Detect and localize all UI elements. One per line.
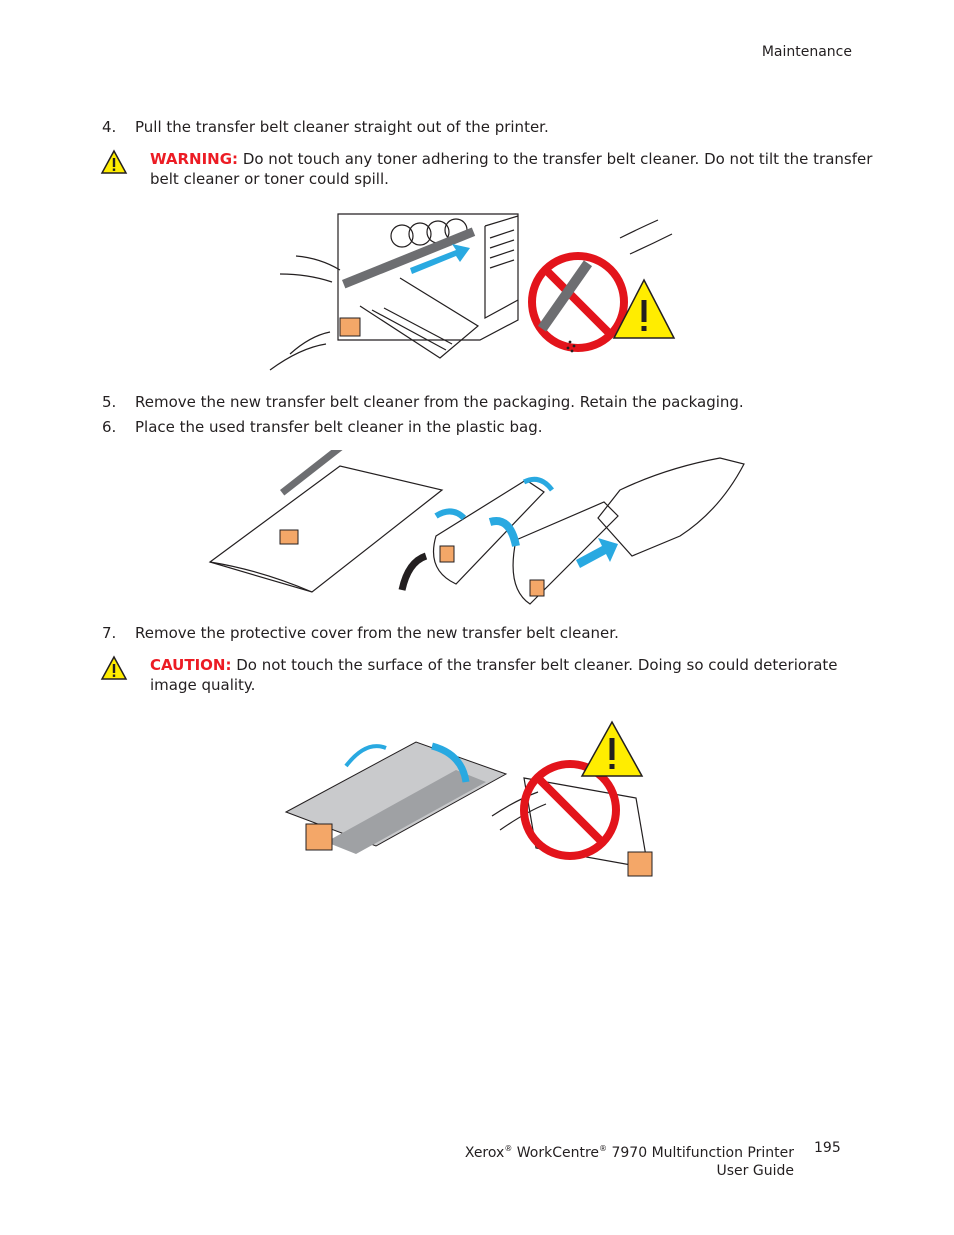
step-number: 4. xyxy=(102,118,117,136)
warning-text-block: WARNING: Do not touch any toner adhering… xyxy=(150,149,880,189)
cleaner-handle xyxy=(439,545,455,563)
step-text: Remove the new transfer belt cleaner fro… xyxy=(135,393,744,411)
product-line: Xerox® WorkCentre® 7970 Multifunction Pr… xyxy=(465,1140,794,1162)
guide-name: User Guide xyxy=(716,1163,794,1179)
step-text: Remove the protective cover from the new… xyxy=(135,624,619,642)
prohibited-tilt-sign xyxy=(528,219,673,353)
registered-mark: ® xyxy=(599,1144,608,1153)
warning-text: Do not touch any toner adhering to the t… xyxy=(150,150,873,188)
warning-triangle-icon xyxy=(100,655,128,680)
cleaner-handle xyxy=(627,851,653,877)
step-text: Pull the transfer belt cleaner straight … xyxy=(135,118,549,136)
cleaner-handle xyxy=(279,529,299,545)
step-7: 7. Remove the protective cover from the n… xyxy=(102,623,619,643)
rotate-arrow xyxy=(434,508,467,521)
caution-label: CAUTION: xyxy=(150,656,232,674)
packaging-sheet xyxy=(208,465,444,593)
cleaner-handle xyxy=(305,823,333,851)
step-number: 5. xyxy=(102,393,117,411)
cleaner-handle xyxy=(339,317,361,337)
belt-cleaner-shape xyxy=(280,450,371,496)
step-number: 7. xyxy=(102,624,117,642)
package-wrap xyxy=(432,479,545,585)
warning-triangle-icon xyxy=(100,149,128,174)
caution-note: CAUTION: Do not touch the surface of the… xyxy=(100,655,880,699)
printer-illustration xyxy=(269,213,519,371)
figure-bag-cleaner xyxy=(208,450,745,605)
page-footer: Xerox® WorkCentre® 7970 Multifunction Pr… xyxy=(465,1140,794,1180)
rotate-arrow xyxy=(522,476,554,492)
step-5: 5. Remove the new transfer belt cleaner f… xyxy=(102,392,744,412)
plastic-bag-open xyxy=(512,501,619,605)
lift-arrow xyxy=(344,744,387,768)
turn-arrow xyxy=(398,552,428,591)
caution-text: Do not touch the surface of the transfer… xyxy=(150,656,838,694)
running-header: Maintenance xyxy=(761,44,852,60)
figure-remove-cover xyxy=(284,720,653,877)
product-model: 7970 Multifunction Printer xyxy=(611,1145,794,1161)
page-number: 195 xyxy=(814,1140,841,1156)
unwrap-arrow xyxy=(488,517,520,547)
step-number: 6. xyxy=(102,418,117,436)
insert-arrow xyxy=(576,538,618,568)
belt-cleaner-shape xyxy=(342,227,476,289)
cleaner-handle xyxy=(529,579,545,597)
hazard-sign xyxy=(580,720,644,777)
warning-label: WARNING: xyxy=(150,150,239,168)
warning-note: WARNING: Do not touch any toner adhering… xyxy=(100,149,880,193)
caution-text-block: CAUTION: Do not touch the surface of the… xyxy=(150,655,880,695)
figure-pull-cleaner xyxy=(269,213,676,371)
peel-arrow xyxy=(430,742,470,783)
plastic-bag xyxy=(597,457,745,557)
step-6: 6. Place the used transfer belt cleaner i… xyxy=(102,417,543,437)
hazard-sign xyxy=(612,278,676,339)
registered-mark: ® xyxy=(504,1144,513,1153)
prohibited-touch-sign xyxy=(520,760,620,860)
brand-name: Xerox xyxy=(464,1145,505,1161)
product-name: WorkCentre xyxy=(516,1145,600,1161)
step-text: Place the used transfer belt cleaner in … xyxy=(135,418,543,436)
pull-arrow xyxy=(410,244,470,274)
packaging-edge xyxy=(209,561,313,593)
belt-cleaner-body xyxy=(326,770,486,854)
step-4: 4. Pull the transfer belt cleaner straigh… xyxy=(102,117,549,137)
